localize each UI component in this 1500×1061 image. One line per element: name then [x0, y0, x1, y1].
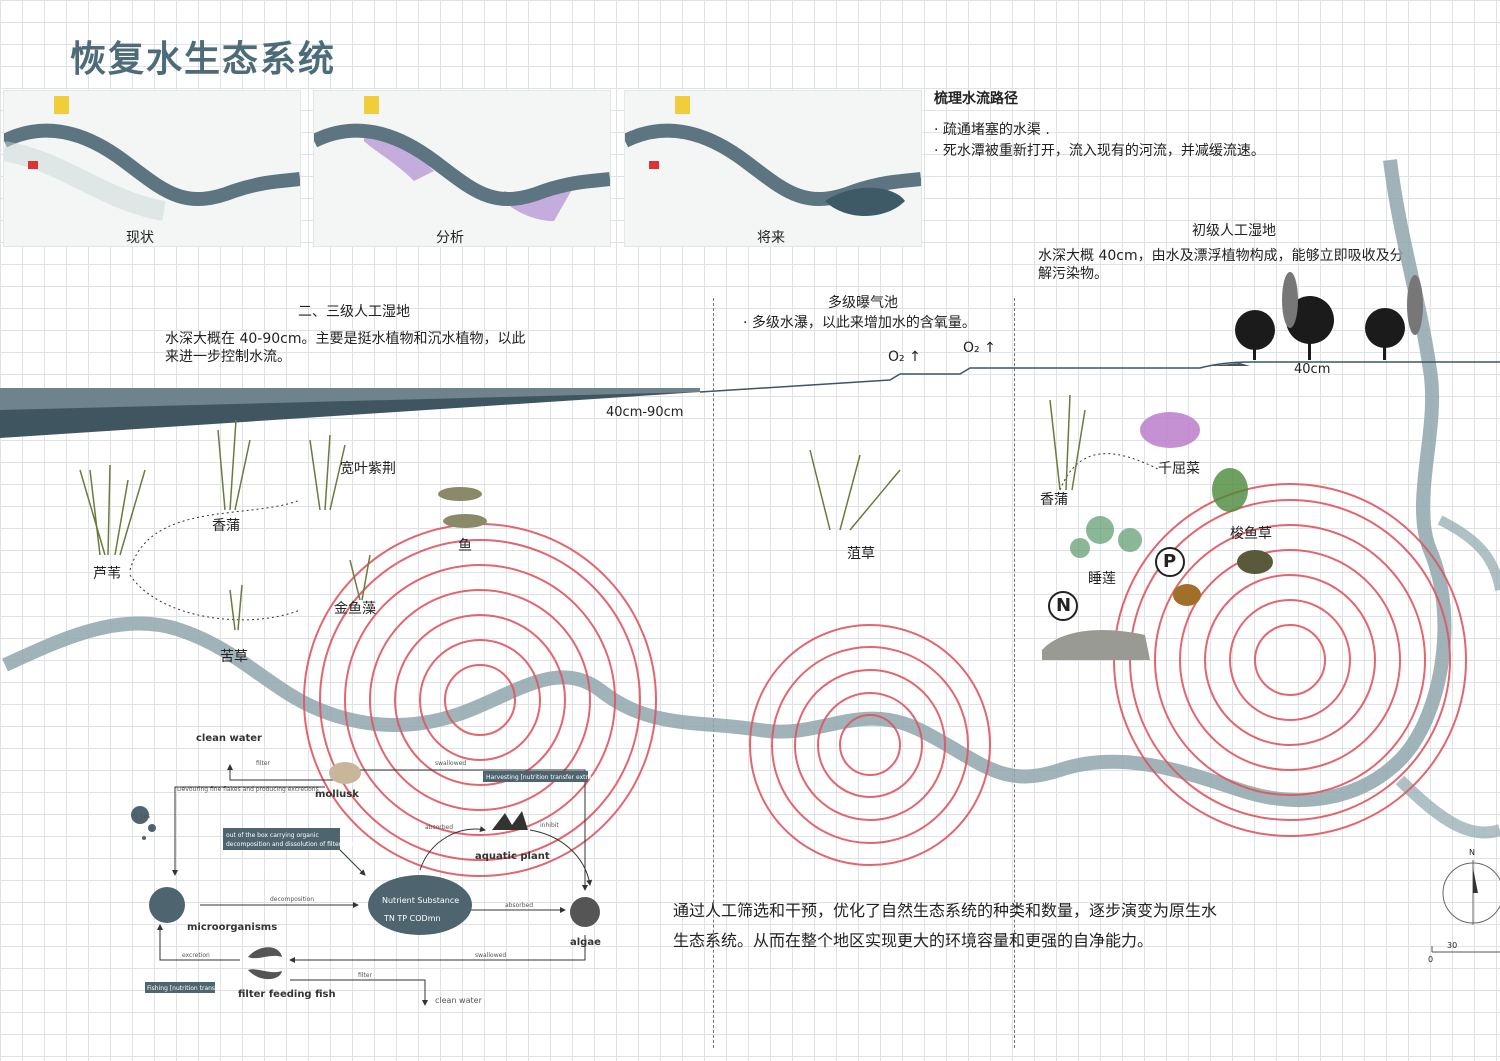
summary-text: 通过人工筛选和干预，优化了自然生态系统的种类和数量，逐步演变为原生水 生态系统。…	[673, 896, 1217, 956]
flow-path-line2: · 死水潭被重新打开，流入现有的河流，并减缓流速。	[934, 143, 1265, 159]
cycle-clean-water-top: clean water	[196, 733, 262, 744]
scale-zero: 0	[1428, 955, 1434, 964]
plant-label-eelgrass: 苦草	[220, 649, 248, 665]
summary-line1: 通过人工筛选和干预，优化了自然生态系统的种类和数量，逐步演变为原生水	[673, 901, 1218, 920]
cycle-filter: filter	[256, 760, 270, 767]
plant-label-pickerelweed: 梭鱼草	[1230, 526, 1272, 542]
parking-marker: P	[1163, 551, 1177, 572]
map-current-drawing	[4, 96, 300, 221]
plant-label-pondweed: 菹草	[847, 546, 875, 562]
o2-label-1: O₂ ↑	[888, 349, 921, 365]
cycle-aquatic-plant: aquatic plant	[475, 851, 550, 862]
map-analysis: 分析	[313, 90, 611, 247]
divider-right	[1014, 298, 1015, 1048]
cycle-swallowed: swallowed	[435, 760, 466, 767]
o2-label-2: O₂ ↑	[963, 340, 996, 356]
cycle-mollusk: mollusk	[315, 789, 359, 800]
aeration-line1: · 多级水瀑，以此来增加水的含氧量。	[743, 315, 976, 331]
map-current: 现状	[3, 90, 301, 247]
cycle-decomposition-note: decomposition and dissolution of filter …	[226, 841, 361, 848]
plant-label-reed: 芦苇	[93, 566, 121, 582]
map-analysis-label: 分析	[436, 230, 464, 246]
cycle-clean-water-bottom: clean water	[435, 996, 483, 1005]
plant-label-loosestrife: 千屈菜	[1158, 461, 1200, 477]
map-current-label: 现状	[126, 230, 154, 246]
cycle-excretion: excretion	[182, 952, 210, 959]
page-title: 恢复水生态系统	[70, 39, 337, 80]
cycle-algae: algae	[570, 937, 601, 948]
depth-label-right: 40cm	[1294, 362, 1331, 377]
nutrient-cycle-diagram: clean water filter mollusk swallowed Har…	[131, 733, 609, 1006]
summary-line2: 生态系统。从而在整个地区实现更大的环境容量和更强的自净能力。	[673, 931, 1154, 950]
cycle-decomposition-label: decomposition	[270, 896, 314, 903]
wetland-primary-line1: 水深大概 40cm，由水及漂浮植物构成，能够立即吸收及分	[1038, 248, 1404, 264]
wetland-secondary-line2: 来进一步控制水流。	[165, 349, 291, 365]
divider-left	[713, 298, 714, 1048]
plant-label-cattail-right: 香蒲	[1040, 492, 1068, 508]
cycle-n-gas: N gas	[133, 813, 150, 820]
cycle-n-small: N	[149, 826, 154, 833]
cycle-microorganisms: microorganisms	[187, 922, 277, 933]
north-marker: N	[1056, 595, 1072, 616]
flow-path-title: 梳理水流路径	[934, 91, 1018, 107]
cycle-absorbed-left: absorbed	[425, 824, 453, 831]
scale-thirty: 30	[1447, 941, 1458, 950]
compass-north: N	[1469, 848, 1475, 857]
map-analysis-drawing	[314, 96, 610, 221]
cycle-absorbed-right: absorbed	[505, 902, 533, 909]
cycle-swallowed-low: swallowed	[475, 952, 506, 959]
rings-right	[1113, 483, 1467, 837]
flow-path-line1: · 疏通堵塞的水渠 .	[934, 122, 1050, 138]
tree-group	[1235, 272, 1423, 360]
aeration-title: 多级曝气池	[828, 295, 898, 311]
plant-label-cattail: 香蒲	[212, 518, 240, 534]
cycle-nutrient: Nutrient Substance	[382, 896, 459, 905]
plant-label-fish: 鱼	[458, 538, 472, 554]
map-future-label: 将来	[757, 230, 785, 246]
plant-sketches	[79, 394, 1086, 631]
map-future-drawing	[625, 96, 921, 216]
wetland-secondary-line1: 水深大概在 40-90cm。主要是挺水植物和沉水植物，以此	[165, 331, 526, 347]
cycle-harvesting: Harvesting [nutrition transfer extractio…	[486, 774, 609, 781]
cycle-inhibit: inhibit	[540, 822, 559, 829]
cycle-out-of-box: out of the box carrying organic	[226, 832, 319, 839]
map-future: 将来	[624, 90, 922, 247]
cycle-nutrient-items: TN TP CODmn	[383, 914, 441, 923]
cycle-devouring: Devouring fine flakes and producing excr…	[177, 786, 319, 793]
depth-label-left: 40cm-90cm	[606, 405, 684, 420]
wetland-secondary-title: 二、三级人工湿地	[298, 304, 410, 320]
wetland-primary-title: 初级人工湿地	[1192, 223, 1276, 239]
section-ground	[699, 361, 1500, 393]
plant-label-hornwort: 金鱼藻	[334, 601, 376, 617]
cycle-filter-fish: filter feeding fish	[238, 989, 336, 1000]
plant-label-redbud: 宽叶紫荆	[340, 461, 396, 477]
cycle-fishing: Fishing [nutrition transfer]	[147, 985, 226, 992]
wetland-primary-line2: 解污染物。	[1038, 266, 1108, 282]
rings-middle	[749, 624, 991, 866]
cycle-filter-low: filter	[358, 972, 372, 979]
plant-label-waterlily: 睡莲	[1088, 571, 1116, 587]
